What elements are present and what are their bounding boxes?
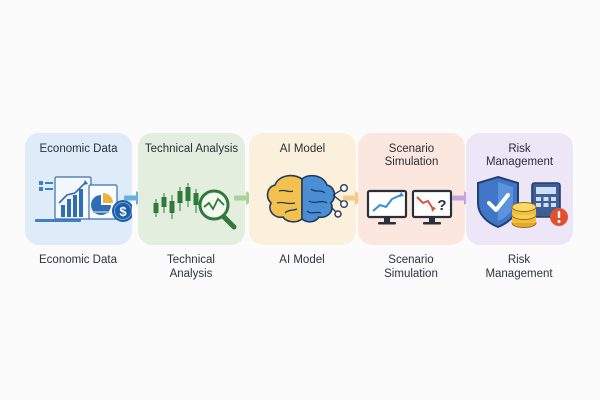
caption-line: Simulation <box>384 268 438 280</box>
step-title: Economic Data <box>39 143 118 155</box>
caption-line: AI Model <box>279 254 325 266</box>
economic-data-icon: $ <box>35 176 132 222</box>
step-card-economic-data: Economic Data $ <box>25 133 132 245</box>
step-title: AI Model <box>279 143 326 155</box>
step-title: Technical Analysis <box>144 143 239 155</box>
step-card-risk-management: Risk Management <box>466 133 573 245</box>
step-caption-economic-data: Economic Data <box>18 253 138 267</box>
caption-line: Economic Data <box>39 254 117 266</box>
svg-text:$: $ <box>119 204 127 219</box>
step-title-line: Scenario <box>388 143 435 155</box>
caption-line: Scenario <box>388 254 434 266</box>
step-card-scenario-simulation: Scenario Simulation ? <box>358 133 465 245</box>
step-title-line: Simulation <box>384 156 439 168</box>
step-card-technical-analysis: Technical Analysis <box>138 133 245 245</box>
brain-network-icon <box>266 174 348 223</box>
step-caption-ai-model: AI Model <box>242 253 362 267</box>
step-title-line: Risk <box>508 143 531 155</box>
step-card-ai-model: AI Model <box>249 133 356 245</box>
caption-line: Technical <box>167 254 215 266</box>
caption-line: Analysis <box>169 268 213 280</box>
caption-line: Management <box>485 268 553 280</box>
step-title-line: Management <box>485 156 554 168</box>
step-title: Risk Management <box>466 143 573 169</box>
step-caption-technical-analysis: Technical Analysis <box>131 253 251 281</box>
svg-text:?: ? <box>437 197 446 214</box>
step-caption-risk-management: Risk Management <box>459 253 579 281</box>
monitors-icon: ? <box>366 189 453 225</box>
shield-coins-icon <box>477 175 568 229</box>
step-title: Scenario Simulation <box>358 143 465 169</box>
step-caption-scenario-simulation: Scenario Simulation <box>351 253 471 281</box>
candlestick-magnifier-icon <box>153 183 237 230</box>
caption-line: Risk <box>507 254 531 266</box>
